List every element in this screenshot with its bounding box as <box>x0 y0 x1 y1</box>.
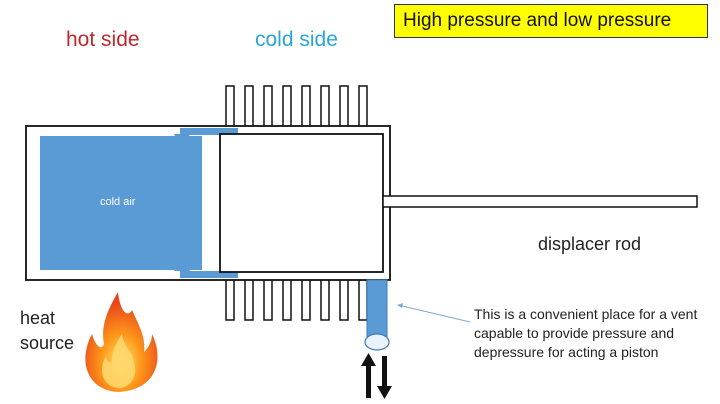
displacer-rod-label: displacer rod <box>538 234 642 254</box>
cold-air-region <box>40 136 202 270</box>
cold-side-label: cold side <box>255 28 338 51</box>
displacer-rod <box>382 195 698 208</box>
vent-cap <box>364 333 390 351</box>
cold-air-label: cold air <box>100 196 136 208</box>
hot-side-label: hot side <box>66 28 140 51</box>
note-pointer-head <box>397 303 403 308</box>
cooling-fins-bottom <box>225 277 368 321</box>
up-down-arrows-icon <box>361 353 392 399</box>
air-passage-top <box>180 128 238 135</box>
vent-tube <box>366 279 388 343</box>
vent-note: This is a convenient place for a vent ca… <box>474 306 698 360</box>
flame-icon <box>85 292 158 392</box>
displacer-piston <box>219 133 384 273</box>
flow-arrow-top <box>174 130 190 150</box>
title-box: High pressure and low pressure <box>394 4 708 38</box>
heat-source-label: heat source <box>20 308 75 353</box>
title-text: High pressure and low pressure <box>403 10 672 31</box>
flow-arrow-bottom <box>174 255 190 275</box>
cooling-fins-top <box>225 85 368 129</box>
air-passage-bottom <box>180 271 238 278</box>
note-pointer <box>397 304 471 323</box>
